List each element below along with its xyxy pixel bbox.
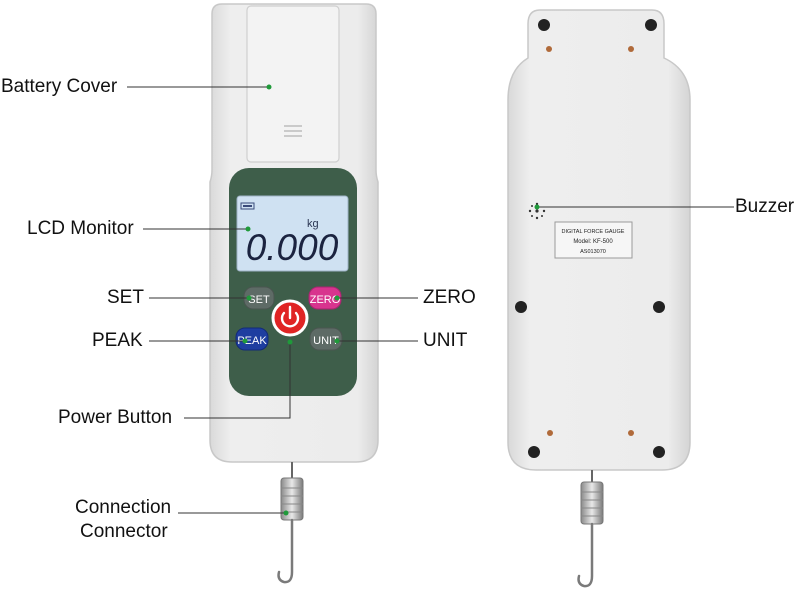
zero-button[interactable]: ZERO (308, 286, 342, 310)
power-button-callout: Power Button (58, 407, 173, 428)
battery-cover[interactable] (246, 5, 340, 163)
peak-callout: PEAK (92, 330, 143, 351)
set-button-label: SET (248, 294, 270, 306)
model-label-line1: DIGITAL FORCE GAUGE (562, 229, 625, 235)
buzzer-callout: Buzzer (735, 196, 795, 217)
power-button[interactable] (271, 299, 309, 337)
unit-button-label: UNIT (313, 335, 339, 347)
front-gauge: kg 0.000 SET ZERO PEAK UNIT (209, 3, 379, 584)
set-callout: SET (107, 287, 144, 308)
zero-callout: ZERO (423, 287, 476, 308)
callout-dots (242, 84, 540, 516)
model-label-line3: AS013070 (580, 249, 606, 255)
connection-callout-line1: Connection (75, 497, 172, 518)
lcd-reading: 0.000 (246, 227, 339, 268)
unit-button[interactable]: UNIT (309, 327, 343, 351)
battery-cover-callout: Battery Cover (1, 76, 118, 97)
screw-holes (515, 19, 665, 458)
zero-button-label: ZERO (310, 294, 341, 306)
battery-indicator-icon (240, 202, 255, 210)
lcd-monitor: kg 0.000 (236, 195, 349, 272)
unit-callout: UNIT (423, 330, 468, 351)
lcd-monitor-callout: LCD Monitor (27, 218, 134, 239)
back-connection-connector (577, 470, 604, 588)
back-gauge: DIGITAL FORCE GAUGE Model: KF-500 AS0130… (507, 9, 691, 588)
peak-button-label: PEAK (237, 335, 267, 347)
connection-connector (277, 462, 304, 584)
callout-lines (127, 86, 734, 514)
lcd-unit: kg (307, 218, 319, 230)
peak-button[interactable]: PEAK (235, 327, 269, 351)
model-label-line2: Model: KF-500 (573, 239, 613, 245)
power-icon (280, 305, 300, 328)
model-label: DIGITAL FORCE GAUGE Model: KF-500 AS0130… (554, 221, 633, 259)
connection-callout-line2: Connector (80, 521, 168, 542)
